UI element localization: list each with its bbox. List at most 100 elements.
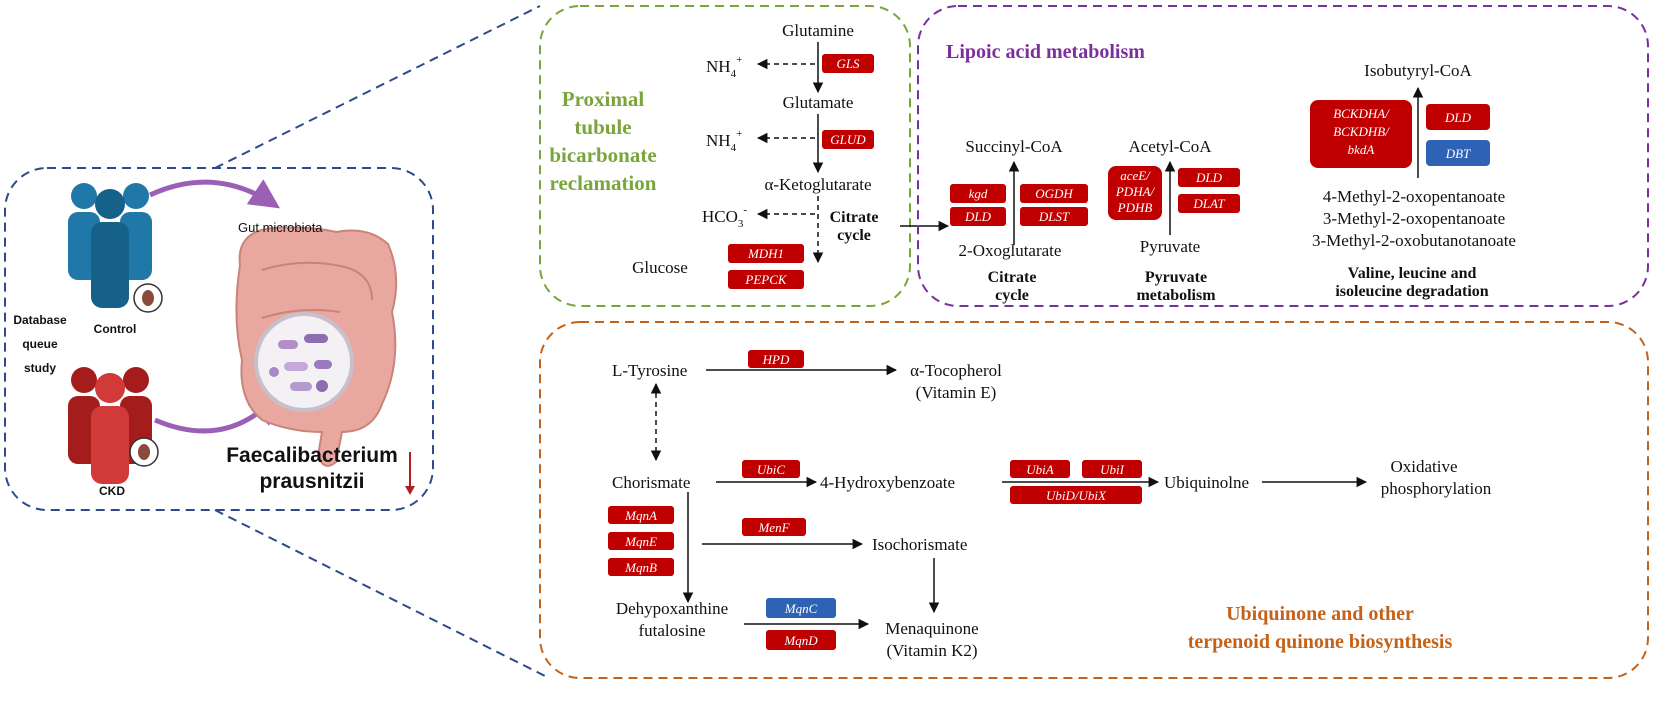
svg-text:BCKDHB/: BCKDHB/ — [1333, 124, 1390, 139]
gene-box-mqnc — [766, 598, 836, 618]
svg-text:Dehypoxanthine: Dehypoxanthine — [616, 599, 728, 618]
gene-box-dbt — [1426, 140, 1490, 166]
gene-box-menf — [742, 518, 806, 536]
metabolite-isochorismate: Isochorismate — [872, 535, 967, 554]
svg-text:UbiI: UbiI — [1100, 462, 1125, 477]
svg-text:phosphorylation: phosphorylation — [1381, 479, 1492, 498]
metabolite-nh4-2: NH4+ — [706, 128, 742, 154]
svg-text:MqnC: MqnC — [784, 601, 818, 616]
metabolite-acetyl: Acetyl-CoA — [1128, 137, 1212, 156]
svg-text:α-Tocopherol: α-Tocopherol — [910, 361, 1002, 380]
gene-box-mqna — [608, 506, 674, 524]
metabolite-hco3: HCO3- — [702, 204, 747, 230]
svg-text:aceE/: aceE/ — [1120, 168, 1151, 183]
svg-text:futalosine: futalosine — [638, 621, 705, 640]
svg-text:DLAT: DLAT — [1192, 196, 1225, 211]
svg-text:tubule: tubule — [574, 115, 631, 139]
arc-arrow-top — [148, 179, 280, 209]
citrate-cycle-label-2: Citrate cycle — [988, 269, 1037, 304]
gene-box-mqnb — [608, 558, 674, 576]
metabolite-oxoglutarate: 2-Oxoglutarate — [959, 241, 1062, 260]
svg-text:HPD: HPD — [762, 352, 790, 367]
svg-text:BCKDHA/: BCKDHA/ — [1333, 106, 1390, 121]
svg-text:UbiC: UbiC — [757, 462, 786, 477]
zoom-line-top — [214, 5, 541, 169]
metabolite-glutamate: Glutamate — [783, 93, 854, 112]
svg-text:DLD: DLD — [1195, 170, 1223, 185]
metabolite-tyrosine: L-Tyrosine — [612, 361, 687, 380]
gene-box-ubia — [1010, 460, 1070, 478]
citrate-cycle-label-1: Citrate cycle — [830, 209, 879, 244]
svg-text:DLD: DLD — [964, 209, 992, 224]
gene-box-dld-3 — [1426, 104, 1490, 130]
gene-box-dld-2 — [1178, 168, 1240, 187]
metabolite-dehypoxanthine: Dehypoxanthine futalosine — [616, 599, 728, 640]
svg-text:isoleucine degradation: isoleucine degradation — [1335, 283, 1488, 300]
metabolite-succinyl: Succinyl-CoA — [965, 137, 1063, 156]
proximal-tubule-box — [539, 5, 911, 307]
svg-text:GLUD: GLUD — [830, 132, 866, 147]
svg-text:PDHB: PDHB — [1117, 200, 1153, 215]
svg-text:(Vitamin E): (Vitamin E) — [916, 383, 997, 402]
ckd-people-icon — [68, 367, 152, 484]
svg-text:(Vitamin K2): (Vitamin K2) — [886, 641, 977, 660]
metabolite-isobutyryl: Isobutyryl-CoA — [1364, 61, 1472, 80]
metabolite-ubiquinolne: Ubiquinolne — [1164, 473, 1249, 492]
gene-box-ubic — [742, 460, 800, 478]
microbiota-magnifier — [254, 312, 354, 412]
control-label: Control — [94, 322, 137, 336]
gene-box-gls — [822, 54, 874, 73]
gene-box-dld — [950, 207, 1006, 226]
gene-box-bckdha — [1310, 100, 1412, 168]
svg-text:DLD: DLD — [1444, 110, 1472, 125]
svg-text:Citrate: Citrate — [988, 269, 1037, 286]
svg-text:MqnD: MqnD — [783, 633, 818, 648]
gene-box-glud — [822, 130, 874, 149]
svg-text:UbiD/UbiX: UbiD/UbiX — [1046, 488, 1107, 503]
gene-box-ubii — [1082, 460, 1142, 478]
svg-text:prausnitzii: prausnitzii — [259, 470, 364, 493]
ubiquinone-box — [539, 321, 1649, 679]
metabolite-glutamine: Glutamine — [782, 21, 854, 40]
svg-text:UbiA: UbiA — [1026, 462, 1054, 477]
svg-text:kgd: kgd — [969, 186, 988, 201]
metabolite-chorismate: Chorismate — [612, 473, 690, 492]
gene-box-dlst — [1020, 207, 1088, 226]
svg-text:MqnB: MqnB — [624, 560, 657, 575]
svg-text:PDHA/: PDHA/ — [1115, 184, 1156, 199]
svg-text:queue: queue — [22, 337, 58, 351]
svg-text:OGDH: OGDH — [1035, 186, 1073, 201]
metabolite-oxidative: Oxidative phosphorylation — [1381, 457, 1492, 498]
svg-text:Oxidative: Oxidative — [1390, 457, 1457, 476]
svg-text:cycle: cycle — [837, 227, 871, 244]
svg-text:Proximal: Proximal — [562, 87, 645, 111]
svg-text:metabolism: metabolism — [1136, 287, 1216, 304]
svg-text:GLS: GLS — [836, 56, 860, 71]
svg-text:cycle: cycle — [995, 287, 1029, 304]
ubiquinone-title: Ubiquinone and other terpenoid quinone b… — [1188, 603, 1453, 653]
gene-box-mqne — [608, 532, 674, 550]
lipoic-acid-box — [917, 5, 1649, 307]
svg-text:PEPCK: PEPCK — [744, 272, 787, 287]
svg-text:study: study — [24, 361, 56, 375]
control-people-icon — [68, 183, 152, 308]
metabolite-tocopherol: α-Tocopherol (Vitamin E) — [910, 361, 1002, 402]
metabolite-nh4-1: NH4+ — [706, 54, 742, 80]
bacterium-label: Faecalibacterium prausnitzii — [226, 444, 398, 493]
ckd-label: CKD — [99, 484, 125, 498]
gene-box-dlat — [1178, 194, 1240, 213]
gene-box-mqnd — [766, 630, 836, 650]
svg-text:MDH1: MDH1 — [747, 246, 784, 261]
svg-text:bkdA: bkdA — [1348, 142, 1375, 157]
valine-degradation-label: Valine, leucine and isoleucine degradati… — [1335, 265, 1488, 300]
gene-box-ubid — [1010, 486, 1142, 504]
svg-text:DLST: DLST — [1038, 209, 1070, 224]
svg-text:MqnE: MqnE — [624, 534, 657, 549]
metabolite-hydroxybenzoate: 4-Hydroxybenzoate — [820, 473, 955, 492]
gene-box-mdh1 — [728, 244, 804, 263]
gut-microbiota-label: Gut microbiota — [238, 220, 323, 235]
svg-text:MqnA: MqnA — [624, 508, 657, 523]
svg-text:Ubiquinone and other: Ubiquinone and other — [1226, 603, 1414, 625]
lipoic-title: Lipoic acid metabolism — [946, 41, 1145, 63]
